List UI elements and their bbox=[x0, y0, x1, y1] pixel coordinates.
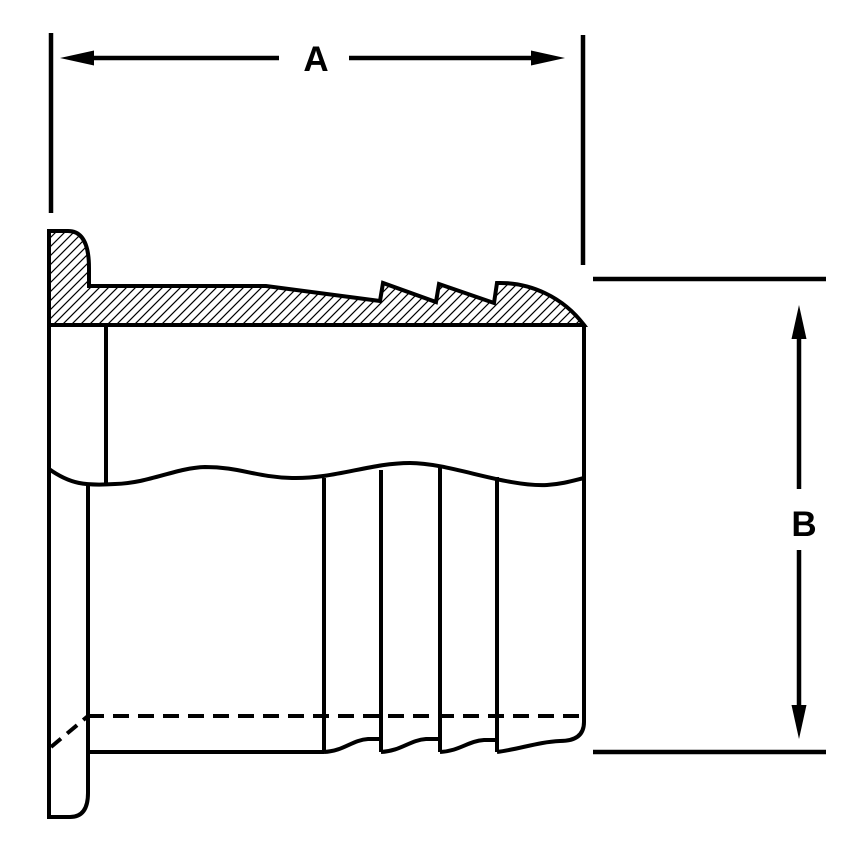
barb-bottom-wave-3 bbox=[439, 738, 497, 754]
dimension-b: B bbox=[593, 276, 826, 755]
dim-a-arrow-right-icon bbox=[531, 50, 565, 66]
section-hatched-wall bbox=[47, 229, 589, 327]
dim-b-arrow-up-icon bbox=[791, 305, 807, 339]
dim-b-label: B bbox=[791, 505, 816, 544]
hidden-bore-bevel-line bbox=[49, 714, 90, 749]
barb-bottom-wave-1 bbox=[323, 737, 381, 754]
dim-b-arrow-down-icon bbox=[791, 705, 807, 739]
dimension-a: A bbox=[48, 33, 586, 265]
fitting-part bbox=[47, 229, 589, 819]
dim-a-arrow-left-icon bbox=[60, 50, 94, 66]
flange-outline bbox=[47, 325, 90, 819]
break-line-wavy bbox=[47, 460, 585, 488]
dim-a-label: A bbox=[303, 40, 328, 79]
right-end-edge bbox=[496, 325, 586, 754]
barb-bottom-wave-2 bbox=[380, 737, 440, 754]
